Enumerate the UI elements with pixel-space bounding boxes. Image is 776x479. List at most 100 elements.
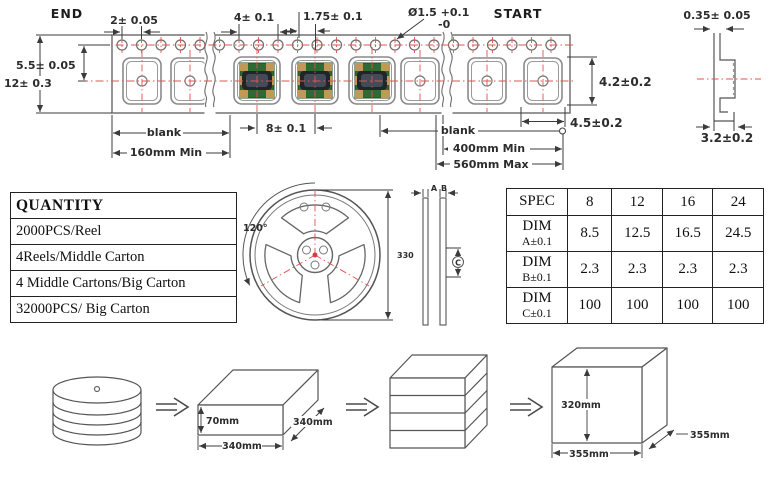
- big-carton-depth: 355mm: [690, 430, 730, 441]
- dim-hole-edge-offset: 5.5± 0.05: [16, 59, 76, 72]
- dim-pocket-pitch: 8± 0.1: [266, 122, 306, 135]
- table-cell: 2.3: [712, 251, 764, 288]
- table-cell: 100: [712, 287, 764, 324]
- table-cell: 12.5: [611, 215, 663, 252]
- tape-end-label: END: [51, 6, 83, 21]
- label-bg: [291, 416, 331, 427]
- table-cell: 24.5: [712, 215, 764, 252]
- flow-arrow: [509, 397, 543, 417]
- table-cell: 100: [566, 287, 613, 324]
- middle-carton-height: 70mm: [206, 416, 239, 427]
- table-cell: 100: [611, 287, 663, 324]
- quantity-row: 4 Middle Cartons/Big Carton: [10, 270, 237, 297]
- label-bg: [448, 141, 530, 154]
- table-row: SPEC 8 12 16 24: [506, 188, 764, 216]
- dim-hole-pitch-4: 4± 0.1: [234, 11, 274, 24]
- spec-row-label: DIM A±0.1: [506, 215, 568, 252]
- table-cell: 2.3: [611, 251, 663, 288]
- flow-arrow: [345, 397, 379, 417]
- label-bg: [450, 157, 532, 170]
- table-cell: 2.3: [661, 251, 714, 288]
- quantity-table: QUANTITY 2000PCS/Reel 4Reels/Middle Cart…: [10, 192, 237, 323]
- reel-dim-a-label: A: [431, 184, 438, 193]
- carton-stack: [389, 354, 488, 449]
- reel-side-view: A B C: [411, 184, 464, 326]
- label-bg: [222, 440, 262, 451]
- table-row: 2000PCS/Reel: [10, 218, 237, 245]
- quantity-row: 4Reels/Middle Carton: [10, 244, 237, 271]
- label-bg: [127, 145, 206, 158]
- dim-name: DIM: [522, 290, 552, 307]
- dim-cover-tape-width: 0.35± 0.05: [683, 9, 750, 22]
- cross-section-view: 0.35± 0.05 3.2±0.2: [683, 9, 761, 145]
- quantity-row: 2000PCS/Reel: [10, 218, 237, 245]
- dim-hole-to-pocket: 1.75± 0.1: [303, 10, 363, 23]
- label-bg: [146, 126, 183, 138]
- dim-hole-pitch-2: 2± 0.05: [110, 14, 158, 27]
- table-cell: 2.3: [566, 251, 613, 288]
- tape-dimension-lines: [36, 12, 597, 170]
- leader-min-label: 160mm Min: [130, 146, 202, 159]
- trailer-min-label: 400mm Min: [453, 142, 525, 155]
- label-bg: [568, 448, 610, 459]
- table-row: DIM B±0.1 2.3 2.3 2.3 2.3: [506, 251, 764, 288]
- table-row: 4Reels/Middle Carton: [10, 244, 237, 271]
- table-cell: 8.5: [566, 215, 613, 252]
- dim-name: DIM: [522, 254, 552, 271]
- spec-row-label: DIM B±0.1: [506, 251, 568, 288]
- label-bg: [1, 76, 58, 90]
- dim-pocket-length: 4.2±0.2: [599, 75, 652, 89]
- dim-hole-diameter: Ø1.5 +0.1: [408, 6, 469, 19]
- middle-carton-box: 70mm 340mm 340mm: [197, 369, 333, 452]
- table-row: 32000PCS/ Big Carton: [10, 296, 237, 323]
- dim-sub: C±0.1: [522, 306, 552, 321]
- reel-angle-label: 120°: [243, 223, 268, 234]
- blank-left-label: blank: [147, 126, 182, 139]
- section-dimension-lines: [694, 25, 752, 131]
- reel-front-view: 120° 330: [242, 182, 414, 321]
- spec-row-label: DIM C±0.1: [506, 287, 568, 324]
- tape-start-label: START: [494, 6, 543, 21]
- spec-col-header: SPEC: [506, 188, 568, 216]
- spec-col-header: 24: [712, 188, 764, 216]
- reel-spokes: [260, 190, 370, 287]
- centerlines: [80, 37, 576, 114]
- reel-dimension-lines: [318, 189, 393, 321]
- dim-hole-diameter-tol: -0: [438, 18, 451, 31]
- dim-name: DIM: [522, 218, 552, 235]
- table-row: DIM A±0.1 8.5 12.5 16.5 24.5: [506, 215, 764, 252]
- big-carton-box: 320mm 355mm 355mm: [551, 347, 730, 460]
- dim-pocket-width: 4.5±0.2: [570, 116, 623, 130]
- spec-table: SPEC 8 12 16 24 DIM A±0.1 8.5 12.5 16.5 …: [506, 188, 764, 324]
- quantity-row: 32000PCS/ Big Carton: [10, 296, 237, 323]
- dim-pocket-depth: 3.2±0.2: [701, 131, 754, 145]
- label-bg: [559, 399, 604, 410]
- quantity-table-header: QUANTITY: [10, 192, 237, 219]
- table-row: 4 Middle Cartons/Big Carton: [10, 270, 237, 297]
- reel-dim-c-label: C: [455, 259, 461, 268]
- angle-arc: [242, 182, 316, 286]
- table-cell: 16.5: [661, 215, 714, 252]
- label-bg: [264, 123, 309, 135]
- reel-dim-b-label: B: [441, 184, 447, 193]
- tape-drawing: END START 2± 0.05 4± 0.1 1.75± 0.1 Ø1.5 …: [1, 6, 652, 171]
- dim-sub: B±0.1: [522, 270, 552, 285]
- spec-col-header: 16: [661, 188, 714, 216]
- big-carton-width: 355mm: [569, 449, 609, 460]
- dim-sub: A±0.1: [521, 234, 553, 249]
- label-bg: [438, 124, 478, 136]
- middle-carton-width: 340mm: [222, 441, 262, 452]
- middle-carton-depth: 340mm: [293, 417, 333, 428]
- dim-tape-width: 12± 0.3: [4, 77, 52, 90]
- big-carton-height: 320mm: [561, 400, 601, 411]
- table-cell: 100: [661, 287, 714, 324]
- table-row: DIM C±0.1 100 100 100 100: [506, 287, 764, 324]
- reel-stack: [52, 376, 142, 446]
- table-row: QUANTITY: [10, 192, 237, 219]
- blank-right-label: blank: [441, 124, 476, 137]
- spec-col-header: 12: [611, 188, 663, 216]
- spec-col-header: 8: [566, 188, 613, 216]
- reel-diameter-label: 330: [397, 251, 414, 260]
